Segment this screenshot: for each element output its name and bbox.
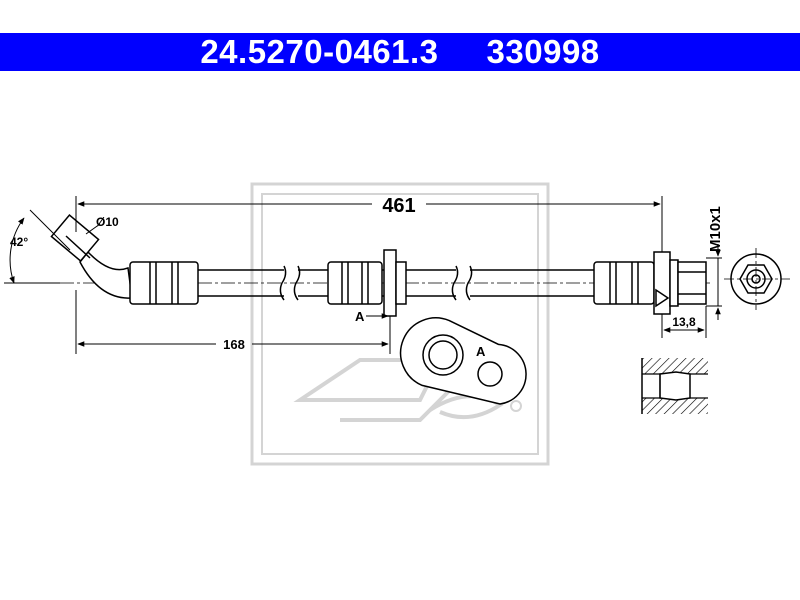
crimp-sleeve-middle: [327, 261, 383, 305]
reference-number: 330998: [486, 33, 600, 70]
dimension-bracket-offset: [75, 290, 391, 354]
angle-label: 42°: [10, 235, 28, 249]
diameter-label: Ø10: [96, 215, 119, 229]
dimension-hex-length: [661, 306, 707, 338]
thread-dimension: [706, 244, 722, 320]
dimension-total-length: [75, 196, 663, 252]
section-view: [640, 358, 708, 414]
section-marker: A: [355, 309, 365, 324]
end-view-fitting: [724, 248, 790, 310]
total-length-label: 461: [382, 195, 415, 217]
angle-dimension: [4, 209, 71, 284]
thread-label: M10x1: [707, 206, 724, 252]
mounting-bracket: [383, 249, 407, 317]
header-bar: 24.5270-0461.3 330998: [0, 33, 800, 71]
hex-length-label: 13,8: [672, 315, 696, 329]
crimp-sleeve-right: [593, 261, 655, 305]
bracket-offset-label: 168: [223, 337, 245, 352]
hose-body: [198, 265, 596, 301]
detail-bracket-plate: [399, 317, 527, 405]
crimp-sleeve-left: [129, 261, 199, 305]
diameter-leader: [85, 223, 101, 235]
right-hex-fitting: [653, 251, 707, 315]
left-fitting: [50, 214, 133, 299]
watermark-logo: [250, 182, 550, 466]
detail-marker: A: [476, 344, 486, 359]
part-number: 24.5270-0461.3: [200, 33, 439, 70]
